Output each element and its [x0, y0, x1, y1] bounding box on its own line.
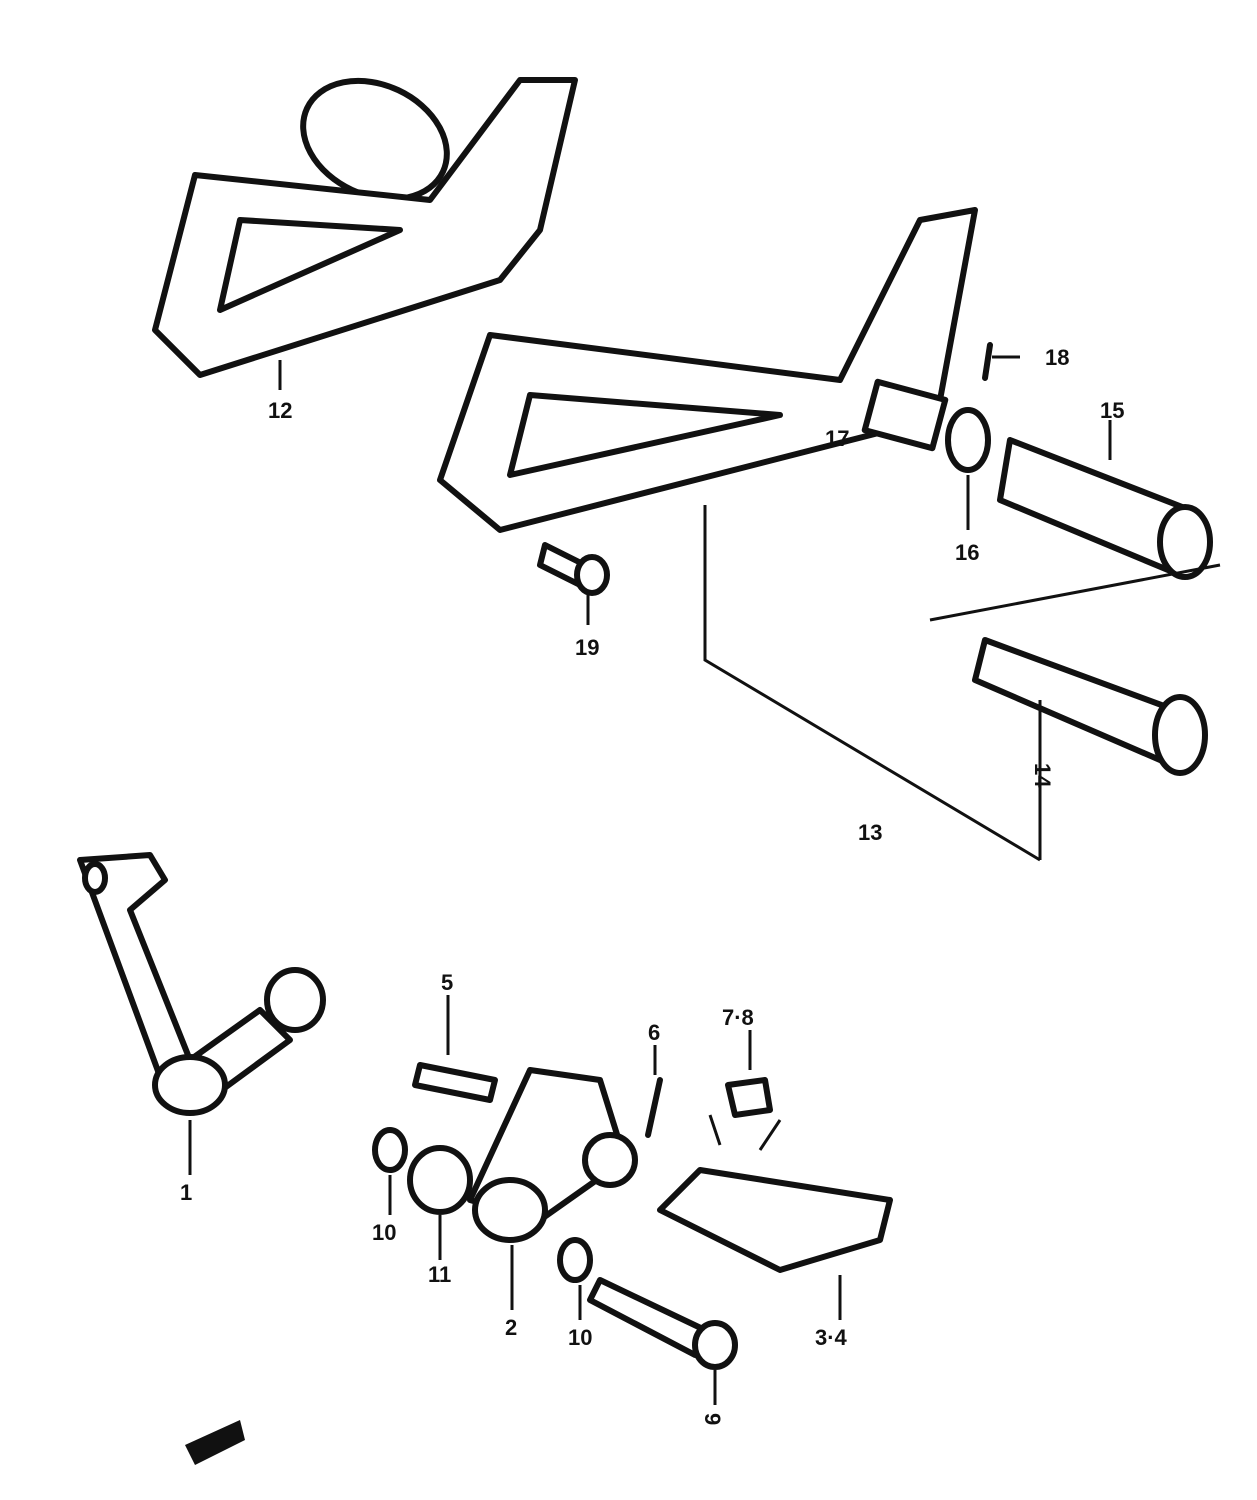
label-13: 13 [858, 820, 882, 845]
part-5-shaft [412, 1062, 498, 1103]
part-15-peg-rubber [997, 420, 1213, 580]
part-7-8-nut [725, 1077, 773, 1118]
label-1: 1 [180, 1180, 192, 1205]
label-2: 2 [505, 1315, 517, 1340]
label-6: 6 [648, 1020, 660, 1045]
part-10-washer [372, 1127, 408, 1173]
label-15: 15 [1100, 398, 1124, 423]
label-11: 11 [428, 1262, 451, 1287]
part-19-bolt [537, 542, 610, 625]
part-1-shift-lever [77, 852, 326, 1175]
part-6-spring [645, 1077, 663, 1138]
front-arrow-icon [185, 1420, 245, 1465]
part-2-arm [467, 1067, 638, 1310]
label-5: 5 [441, 970, 453, 995]
label-19: 19 [575, 635, 599, 660]
label-14: 14 [1030, 763, 1055, 788]
label-18: 18 [1045, 345, 1069, 370]
label-17: 17 [825, 426, 849, 451]
label-9: 9 [700, 1413, 725, 1425]
label-16: 16 [955, 540, 979, 565]
label-10: 10 [372, 1220, 396, 1245]
part-18-pin [982, 342, 993, 381]
part-13-bracket [437, 207, 1041, 862]
part-9-bolt [587, 1277, 738, 1405]
part-12-bracket [152, 77, 578, 390]
part-14-pin [929, 563, 1221, 860]
part-10-washer [557, 1237, 593, 1283]
label-12: 12 [268, 398, 292, 423]
label-3-4: 3·4 [815, 1325, 848, 1350]
label-7-8: 7·8 [722, 1005, 754, 1030]
part-11-bushing [407, 1145, 473, 1215]
label-10: 10 [568, 1325, 592, 1350]
part-3-4-footrest [657, 1167, 893, 1320]
part-16-washer [945, 407, 991, 473]
